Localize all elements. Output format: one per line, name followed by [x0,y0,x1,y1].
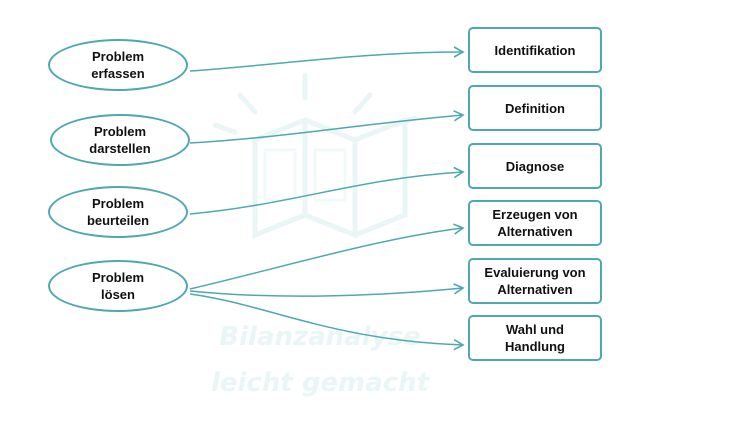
arrow-darstellen-definition [189,110,465,144]
box-label-line1: Wahl und [505,322,564,337]
oval-label-line1: Problem [91,270,144,285]
arrow-loesen-erzeugen [189,223,465,290]
oval-label-line2: beurteilen [86,213,150,228]
box-label-line2: Alternativen [497,282,573,297]
arrow-erfassen-identifikation [189,46,465,72]
oval-problem-beurteilen: Problem beurteilen [48,186,188,238]
oval-problem-loesen: Problem lösen [48,260,188,312]
box-diagnose: Diagnose [468,143,602,189]
box-label-line1: Diagnose [505,158,565,174]
arrow-loesen-wahl [189,293,465,351]
box-label-line2: Alternativen [497,224,573,239]
box-label-line1: Evaluierung von [484,265,586,280]
oval-label-line1: Problem [91,49,144,64]
oval-label-line1: Problem [93,124,146,139]
box-label-line1: Definition [505,100,565,116]
arrow-loesen-evaluierung [189,283,465,297]
arrow-beurteilen-diagnose [189,166,465,215]
box-identifikation: Identifikation [468,27,602,73]
oval-label-line2: lösen [101,287,135,302]
oval-label-line1: Problem [91,196,144,211]
box-label-line2: Handlung [505,339,565,354]
box-label-line1: Erzeugen von [492,207,578,222]
box-label-line1: Identifikation [494,42,576,58]
oval-problem-erfassen: Problem erfassen [48,39,188,91]
oval-label-line2: darstellen [89,141,151,156]
oval-label-line2: erfassen [91,66,145,81]
oval-problem-darstellen: Problem darstellen [50,114,190,166]
box-definition: Definition [468,85,602,131]
